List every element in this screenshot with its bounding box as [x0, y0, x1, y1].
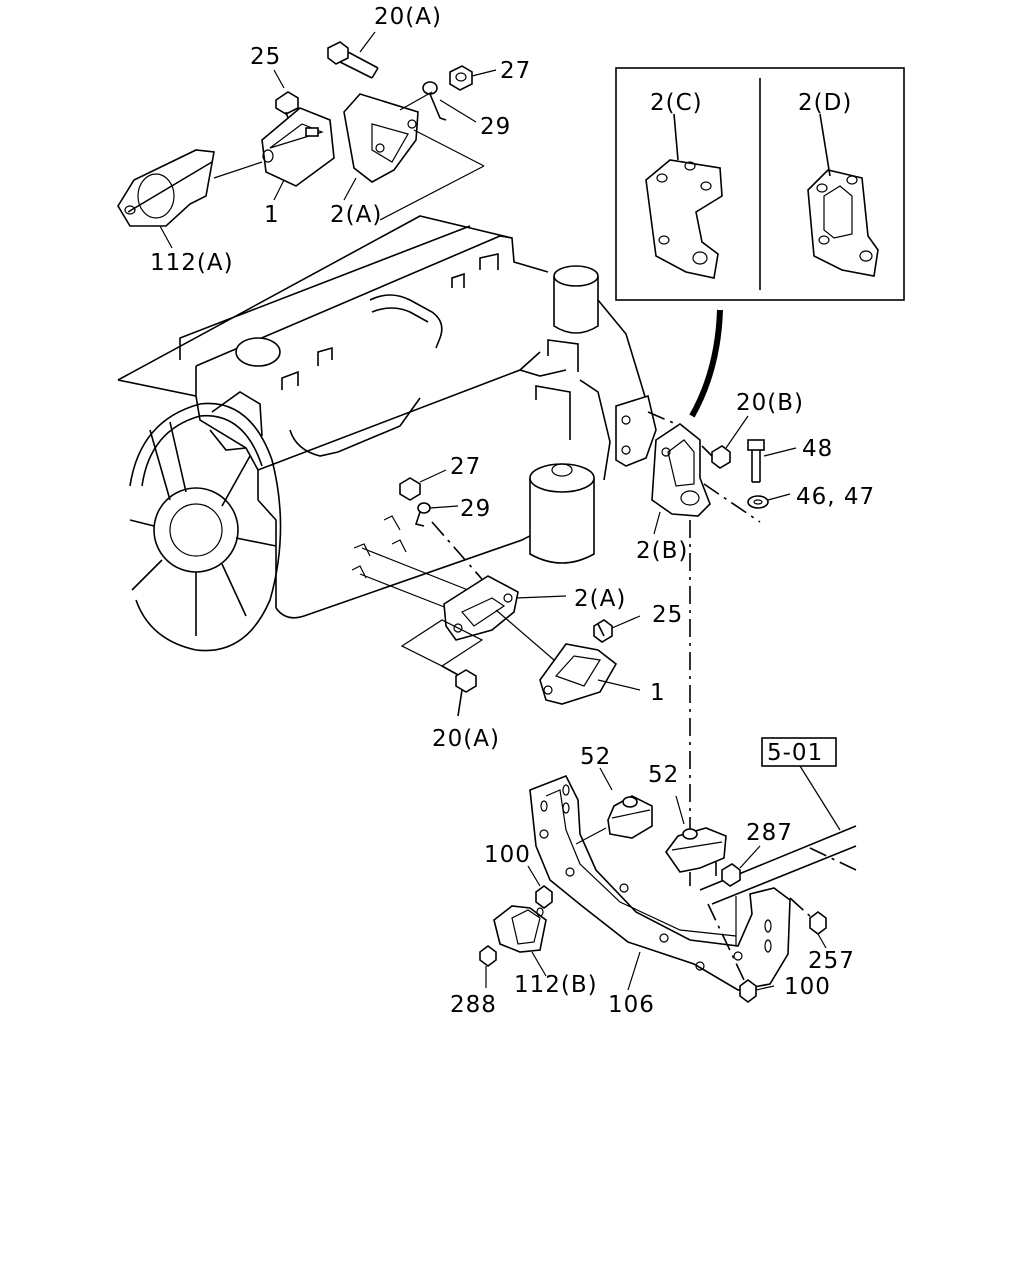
washer-46-47: [747, 495, 769, 509]
insulator-52-left: [607, 795, 653, 839]
label-27-top: 27: [500, 58, 531, 84]
bolt-287: [721, 863, 741, 887]
bolt-20a-bottom: [455, 669, 477, 717]
label-5-01: 5-01: [767, 740, 823, 766]
label-20a-bottom: 20(A): [432, 726, 500, 752]
label-25-top: 25: [250, 44, 281, 70]
nut-100-right: [739, 979, 757, 1003]
crossmember-106: [529, 774, 791, 991]
label-2d: 2(D): [798, 90, 852, 116]
nut-100-left: [535, 885, 553, 909]
label-287: 287: [746, 820, 793, 846]
bolt-20b: [701, 445, 731, 469]
bolt-48: [747, 439, 765, 483]
label-52-left: 52: [580, 744, 611, 770]
clip-29-mid: [414, 502, 431, 527]
label-46-47: 46, 47: [796, 484, 875, 510]
bracket-2d: [807, 113, 879, 277]
bracket-112b: [493, 905, 547, 953]
oil-filter: [529, 463, 595, 564]
bracket-2b: [651, 423, 711, 517]
label-288: 288: [450, 992, 497, 1018]
cooling-fan: [129, 402, 282, 652]
middle-left-mount-group: [351, 469, 641, 717]
label-29-mid: 29: [460, 496, 491, 522]
bracket-2a-mid: [443, 575, 519, 641]
label-1-mid: 1: [650, 680, 666, 706]
insulator-1-top: [261, 107, 335, 187]
label-2b: 2(B): [636, 538, 688, 564]
insulator-52-right: [665, 827, 727, 886]
label-52-right: 52: [648, 762, 679, 788]
label-29-top: 29: [480, 114, 511, 140]
label-2c: 2(C): [650, 90, 703, 116]
nut-257: [809, 911, 827, 935]
label-48: 48: [802, 436, 833, 462]
nut-288: [479, 945, 497, 967]
right-mount-group: [651, 415, 797, 830]
label-27-mid: 27: [450, 454, 481, 480]
nut-27-top: [449, 65, 473, 91]
crossmember-group: [479, 737, 857, 1003]
nut-27-mid: [399, 477, 421, 501]
fuel-filter: [553, 265, 599, 334]
label-100-left: 100: [484, 842, 531, 868]
inset-variants-box: [615, 67, 905, 418]
bracket-112a: [117, 149, 215, 227]
label-20a-top: 20(A): [374, 4, 442, 30]
bracket-2a-top: [343, 93, 419, 183]
top-bracket-group: [117, 31, 497, 249]
label-106: 106: [608, 992, 655, 1018]
inset-pointer-arrow: [689, 309, 723, 418]
label-112b: 112(B): [514, 972, 598, 998]
engine-block: [117, 215, 677, 619]
bracket-2c: [645, 113, 723, 279]
bolt-20a-top: [327, 41, 379, 79]
part-labels: 20(A) 25 27 29 1 2(A) 112(A) 2(C) 2(D) 2…: [150, 4, 875, 1018]
insulator-1-mid: [539, 643, 618, 705]
label-2a-mid: 2(A): [574, 586, 626, 612]
label-25-mid: 25: [652, 602, 683, 628]
label-1-top: 1: [264, 202, 280, 228]
clip-29-top: [422, 81, 447, 121]
label-2a-top: 2(A): [330, 202, 382, 228]
label-257: 257: [808, 948, 855, 974]
label-112a: 112(A): [150, 250, 234, 276]
label-100-right: 100: [784, 974, 831, 1000]
label-20b: 20(B): [736, 390, 804, 416]
bolt-25-mid: [593, 619, 613, 643]
